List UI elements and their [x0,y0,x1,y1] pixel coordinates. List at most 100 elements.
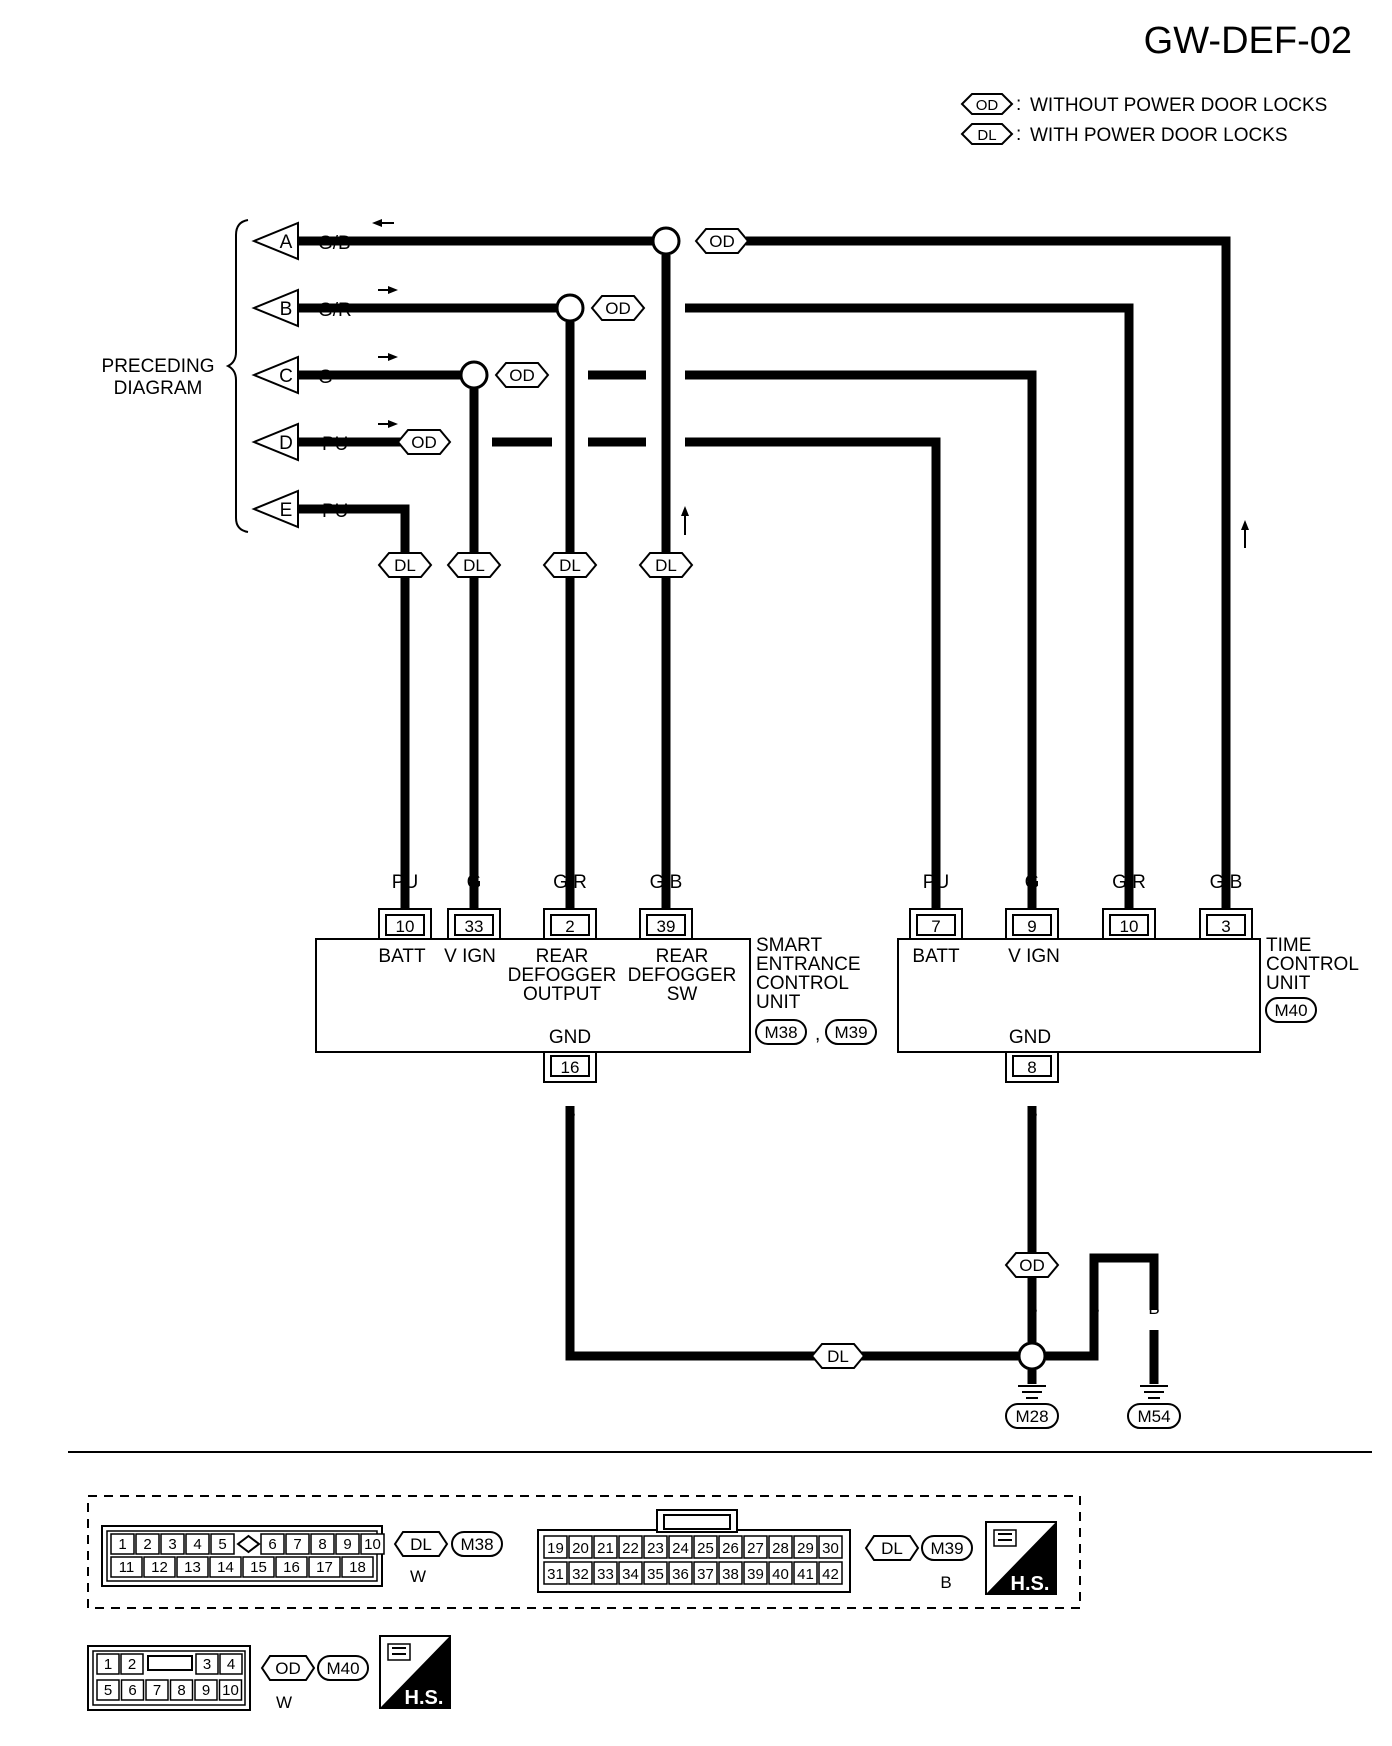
cavity-number: 13 [184,1559,201,1576]
flag-letter: B [280,299,293,320]
pin-number: 8 [1027,1058,1036,1077]
flag-letter: D [279,433,293,454]
cavity-number: 9 [202,1682,210,1699]
function-label: REAR [656,946,709,967]
flag-letter: A [280,232,293,253]
cavity-number: 28 [772,1540,789,1557]
wire-color-label: B [1088,1299,1099,1318]
harness-side-badge: H.S. [985,1521,1057,1595]
pin-number: 3 [1221,917,1230,936]
cavity-number: 18 [349,1559,366,1576]
unit-name: CONTROL [1266,954,1359,975]
badge-text: OD [509,366,535,385]
cavity-number: 7 [153,1682,161,1699]
function-label: SW [667,984,698,1005]
ground-m54: M54 [1127,1385,1181,1429]
badge-text: OD [709,232,735,251]
cavity-number: 3 [168,1536,176,1553]
arrow-left-icon [372,219,394,227]
terminal: G/B3 [1199,872,1253,940]
wire-g-to-time [685,370,1037,912]
ground-icon [1018,1385,1046,1399]
function-label: V IGN [1008,946,1060,967]
connector-ref-text: M39 [834,1023,867,1042]
cavity-number: 19 [547,1540,564,1557]
cavity-number: 5 [218,1536,226,1553]
connector-ref-text: M40 [1274,1001,1307,1020]
cavity-number: 3 [203,1656,211,1673]
cavity-number: 5 [104,1682,112,1699]
cavity-number: 21 [597,1540,614,1557]
cavity-number: 2 [128,1656,136,1673]
hs-label: H.S. [405,1687,444,1709]
cavity-number: 1 [118,1536,126,1553]
unit-name: SMART [756,935,823,956]
cavity-number: 1 [104,1656,112,1673]
connector-ref-text: M38 [460,1535,493,1554]
terminal: PU 7 [909,872,963,940]
badge-text: OD [411,433,437,452]
badge-text: DL [463,556,485,575]
terminal: G/R10 [1102,872,1156,940]
badge-text: DL [655,556,677,575]
cavity-number: 23 [647,1540,664,1557]
wire-e-pu [298,504,410,912]
unit-name: TIME [1266,935,1311,956]
cavity-number: 36 [672,1566,689,1583]
flag-letter: E [280,500,293,521]
terminal: G9 [1005,872,1059,940]
gnd-terminal: 8 B [1005,1051,1059,1122]
unit-name: UNIT [1266,973,1311,994]
cavity-number: 6 [128,1682,136,1699]
legend-colon: : [1016,94,1021,115]
pin-number: 9 [1027,917,1036,936]
splices [459,226,1047,1371]
arrow-up-icon [1241,520,1249,548]
ground-labels: B B B [1026,1299,1159,1318]
cavity-number: 2 [143,1536,151,1553]
badge-text: DL [394,556,416,575]
connector-color: W [410,1567,426,1586]
cavity-number: 42 [822,1566,839,1583]
legend-text: WITH POWER DOOR LOCKS [1030,125,1288,146]
cavity-number: 37 [697,1566,714,1583]
cavity-number: 35 [647,1566,664,1583]
cavity-number: 29 [797,1540,814,1557]
legend-item-dl: DL : WITH POWER DOOR LOCKS [960,123,1288,146]
option-badge: DL [542,552,598,578]
cavity-number: 16 [283,1559,300,1576]
wire-color-label: PU [923,872,949,893]
badge-text: DL [881,1539,903,1558]
wire-color-label: B [1026,1103,1037,1122]
cavity-number: 8 [318,1536,326,1553]
connector-ref-text: M39 [930,1539,963,1558]
pin-number: 16 [561,1058,580,1077]
cavity-number: 7 [293,1536,301,1553]
pin-number: 10 [396,917,415,936]
connector-views-panel [87,1495,1081,1609]
cavity-number: 31 [547,1566,564,1583]
pin-number: 10 [1120,917,1139,936]
cavity-number: 15 [250,1559,267,1576]
preceding-diagram-group: PRECEDING DIAGRAM [102,219,249,533]
pin-number: 33 [465,917,484,936]
pin-number: 7 [931,917,940,936]
badge-text: OD [605,299,631,318]
cavity-number: 4 [193,1536,201,1553]
option-badge: OD [494,362,550,388]
splice-icon [651,226,681,256]
gnd-label: GND [1009,1027,1051,1048]
wire-color-label: G/B [650,872,683,893]
badge-text: OD [1019,1256,1045,1275]
connector-ref-text: M40 [326,1659,359,1678]
function-label: DEFOGGER [508,965,617,986]
ground-m28: M28 [1005,1385,1059,1429]
page-id: GW-DEF-02 [1144,20,1352,62]
badge-text: DL [410,1535,432,1554]
pin-number: 39 [657,917,676,936]
